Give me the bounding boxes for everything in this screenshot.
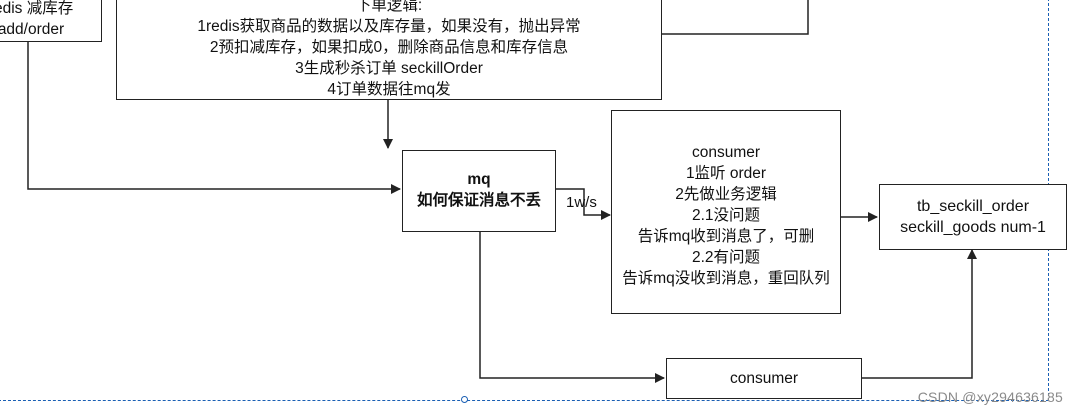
order-logic-step: 3生成秒杀订单 seckillOrder xyxy=(295,60,483,77)
consumer-main-box[interactable]: consumer 1监听 order 2先做业务逻辑 2.1没问题 告诉mq收到… xyxy=(611,110,841,314)
order-logic-step: 2预扣减库存，如果扣成0，删除商品信息和库存信息 xyxy=(209,39,569,56)
consumer-step: 2.1没问题 xyxy=(691,207,761,224)
order-logic-step: 1redis获取商品的数据以及库存量，如果没有，抛出异常 xyxy=(197,18,581,35)
connector-left-to-mq xyxy=(27,40,401,194)
redis-add-order-box[interactable]: redis 减库存 add/order xyxy=(0,0,102,42)
connector-top-right xyxy=(662,0,809,35)
consumer-title: consumer xyxy=(691,144,761,161)
mq-title: mq xyxy=(467,171,491,188)
consumer-step: 2.2有问题 xyxy=(691,249,761,266)
consumer-small-label: consumer xyxy=(729,370,799,387)
tb-seckill-box[interactable]: tb_seckill_order seckill_goods num-1 xyxy=(879,184,1067,250)
box-line: redis 减库存 xyxy=(0,0,74,17)
tb-line: seckill_goods num-1 xyxy=(900,219,1046,236)
box-line: add/order xyxy=(0,21,65,38)
order-logic-step: 4订单数据往mq发 xyxy=(327,81,451,98)
selection-handle-bottom[interactable] xyxy=(461,396,468,403)
mq-subtitle: 如何保证消息不丢 xyxy=(416,192,541,209)
connector-mq-to-consumer xyxy=(556,188,611,220)
connector-mq-to-consumer-small xyxy=(479,232,665,383)
consumer-step: 2先做业务逻辑 xyxy=(675,186,777,203)
consumer-step: 告诉mq收到消息了，可删 xyxy=(637,228,815,245)
order-logic-title: 下单逻辑: xyxy=(355,0,423,14)
order-logic-box[interactable]: 下单逻辑: 1redis获取商品的数据以及库存量，如果没有，抛出异常 2预扣减库… xyxy=(116,0,662,100)
consumer-small-box[interactable]: consumer xyxy=(666,358,862,399)
tb-line: tb_seckill_order xyxy=(916,198,1030,215)
consumer-step: 告诉mq没收到消息，重回队列 xyxy=(622,270,830,287)
consumer-step: 1监听 order xyxy=(685,165,767,182)
mq-box[interactable]: mq 如何保证消息不丢 xyxy=(402,150,556,232)
rate-label: 1w/s xyxy=(566,194,597,211)
watermark: CSDN @xy294636185 xyxy=(917,389,1063,405)
connector-consumer-small-to-tb xyxy=(862,249,977,379)
